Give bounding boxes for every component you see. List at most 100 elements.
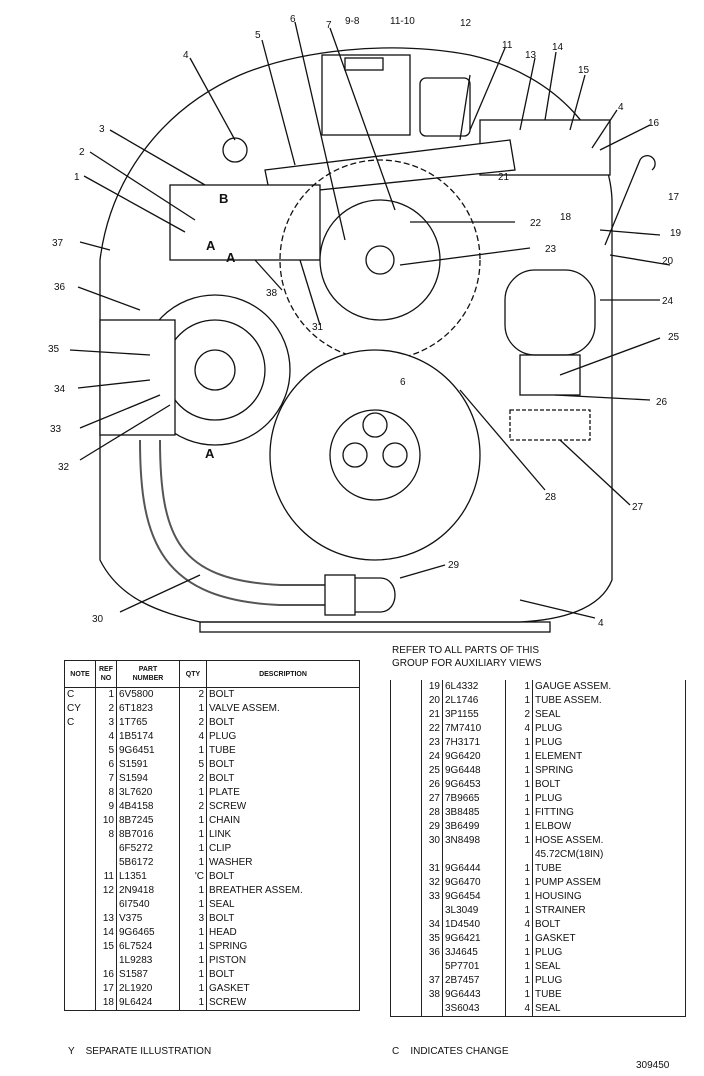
cell-ref: 28 — [421, 806, 443, 820]
cell-desc: BOLT — [206, 687, 360, 702]
cell-ref: 31 — [421, 862, 443, 876]
cell-qty: 1 — [505, 806, 533, 820]
cell-note — [390, 890, 422, 904]
cell-desc: BREATHER ASSEM. — [206, 884, 360, 898]
transmission-diagram: 1 2 3 4 5 6 7 9-8 11-10 12 11 13 14 15 4… — [48, 14, 682, 633]
callout-35: 35 — [48, 344, 60, 355]
cell-ref — [421, 904, 443, 918]
callout-30: 30 — [92, 614, 104, 625]
cell-ref: 8 — [95, 828, 117, 842]
callout-32: 32 — [58, 462, 70, 473]
cell-part: 8B7016 — [116, 828, 180, 842]
cell-note — [64, 996, 96, 1011]
callout-14: 14 — [552, 42, 564, 53]
cell-desc: HOUSING — [532, 890, 686, 904]
cell-ref: 19 — [421, 680, 443, 694]
callout-29: 29 — [448, 560, 460, 571]
callout-23: 23 — [545, 244, 557, 255]
cell-desc: TUBE ASSEM. — [532, 694, 686, 708]
cell-desc: BOLT — [206, 758, 360, 772]
callout-22: 22 — [530, 218, 542, 229]
cell-ref: 22 — [421, 722, 443, 736]
valve-assembly — [169, 184, 321, 261]
callout-2: 2 — [79, 147, 85, 158]
cell-desc: PLUG — [532, 974, 686, 988]
cell-note — [390, 904, 422, 918]
cell-note — [64, 898, 96, 912]
cell-part: 3B6499 — [442, 820, 506, 834]
cell-part: 4B4158 — [116, 800, 180, 814]
section-letter-a2: A — [226, 250, 236, 265]
group-note: REFER TO ALL PARTS OF THIS GROUP FOR AUX… — [392, 645, 542, 669]
cell-ref: 38 — [421, 988, 443, 1002]
cell-desc: GAUGE ASSEM. — [532, 680, 686, 694]
cell-note — [64, 786, 96, 800]
cell-note — [390, 876, 422, 890]
cell-desc: BOLT — [206, 772, 360, 786]
callout-1: 1 — [74, 172, 80, 183]
cell-qty: 1 — [505, 680, 533, 694]
cell-qty: 1 — [179, 744, 207, 758]
cell-qty: 1 — [179, 982, 207, 996]
cell-part: 1T765 — [116, 716, 180, 730]
cell-part: 1D4540 — [442, 918, 506, 932]
cell-note — [390, 974, 422, 988]
cell-ref: 3 — [95, 716, 117, 730]
cell-note — [64, 856, 96, 870]
cell-note — [64, 758, 96, 772]
callout-15: 15 — [578, 65, 590, 76]
cell-note — [64, 842, 96, 856]
callout-9-8: 9-8 — [345, 16, 360, 27]
cell-note — [390, 806, 422, 820]
callout-16: 16 — [648, 118, 660, 129]
figure-number: 309450 — [636, 1060, 670, 1071]
cell-desc: PLATE — [206, 786, 360, 800]
cell-qty: 1 — [179, 884, 207, 898]
header-qty: QTY — [179, 660, 207, 688]
cell-note — [64, 730, 96, 744]
cell-part: 5P7701 — [442, 960, 506, 974]
cell-ref: 15 — [95, 940, 117, 954]
callout-4c: 4 — [598, 618, 604, 629]
cell-desc: CLIP — [206, 842, 360, 856]
cell-desc: TUBE — [532, 862, 686, 876]
cell-desc: BOLT — [532, 778, 686, 792]
cell-qty: 1 — [505, 792, 533, 806]
cell-desc: FITTING — [532, 806, 686, 820]
cell-ref: 37 — [421, 974, 443, 988]
cell-ref: 17 — [95, 982, 117, 996]
callout-3: 3 — [99, 124, 105, 135]
cell-qty: 4 — [179, 730, 207, 744]
cell-ref: 29 — [421, 820, 443, 834]
cell-part: 9G6444 — [442, 862, 506, 876]
elbow — [355, 577, 396, 613]
cell-desc: 45.72CM(18IN) — [532, 848, 686, 862]
cell-note — [390, 834, 422, 848]
cell-qty: 1 — [179, 996, 207, 1011]
cell-ref: 16 — [95, 968, 117, 982]
callout-33: 33 — [50, 424, 62, 435]
cell-part: 2N9418 — [116, 884, 180, 898]
cell-qty: 1 — [505, 904, 533, 918]
cell-part: 3B8485 — [442, 806, 506, 820]
cell-note — [64, 870, 96, 884]
cell-desc: SEAL — [532, 1002, 686, 1017]
cell-ref: 25 — [421, 764, 443, 778]
cell-part: 7M7410 — [442, 722, 506, 736]
cell-part: 9G6448 — [442, 764, 506, 778]
callout-4: 4 — [183, 50, 189, 61]
cell-note — [64, 940, 96, 954]
cell-note: CY — [64, 702, 96, 716]
